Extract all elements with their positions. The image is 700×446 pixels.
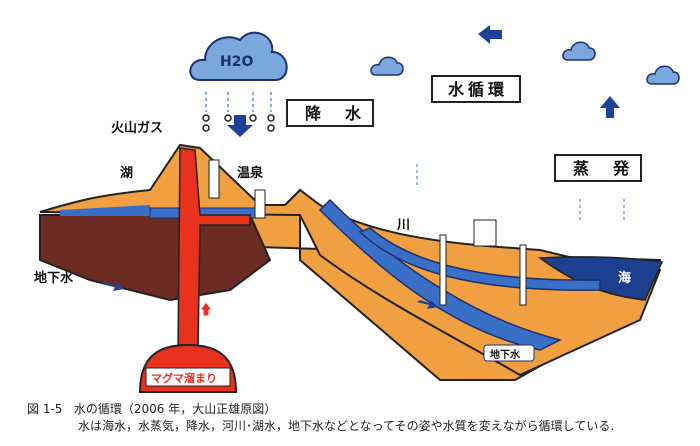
- precipitation-box: [286, 99, 374, 127]
- well-pipe: [439, 234, 447, 306]
- lake-label: 湖: [120, 166, 133, 181]
- water-cycle-label: 水循環: [448, 80, 508, 99]
- evaporation-arrows: [416, 162, 625, 220]
- down-arrow-icon: [417, 299, 438, 309]
- small-cloud: [646, 65, 680, 85]
- magma-tag: [145, 367, 231, 387]
- water-cycle-box: [431, 75, 521, 103]
- volcanic-gas-label: 火山ガス: [111, 120, 163, 136]
- precipitation-arrow-icon: [227, 115, 253, 137]
- figure-title: 水の循環（2006 年，大山正雄原図）: [73, 402, 277, 416]
- lake: [60, 205, 150, 216]
- sea-label: 海: [618, 270, 631, 286]
- well-pipe: [519, 244, 527, 306]
- building-icon: [473, 219, 497, 247]
- water-cycle-diagram: H2O 降 水 水循環 蒸 発 火山ガス 湖 温泉: [34, 25, 680, 393]
- clay-layer: [39, 214, 272, 302]
- cloud-label: H2O: [220, 54, 253, 70]
- hot-spring-label: 温泉: [237, 165, 264, 181]
- figure-caption-description: 水は海水，水蒸気，降水，河川･湖水，地下水などとなってその姿や水質を変えながら循…: [78, 419, 615, 433]
- droplet-icons: [202, 114, 275, 132]
- rain-cloud: H2O: [189, 31, 288, 81]
- down-arrow-icon: [101, 281, 124, 291]
- groundwater-band-tag: [483, 344, 535, 362]
- small-cloud: [562, 41, 596, 61]
- figure-number: 図 1-5: [27, 402, 63, 416]
- sea: [537, 256, 664, 301]
- river-label: 川: [396, 218, 410, 233]
- left-arrow-icon: [478, 25, 502, 44]
- small-cloud: [370, 56, 404, 76]
- up-arrow-icon: [600, 96, 620, 118]
- magma-label: マグマ溜まり: [151, 371, 217, 385]
- evaporation-label: 蒸 発: [573, 159, 633, 178]
- evaporation-box: [554, 154, 642, 182]
- rain-drops: [205, 92, 272, 112]
- tower-icon: [208, 159, 220, 199]
- tower-icon: [254, 189, 266, 219]
- precipitation-label: 降 水: [305, 104, 365, 123]
- up-arrow-icon: [199, 301, 213, 317]
- groundwater-band-label: 地下水: [490, 348, 521, 361]
- figure-caption-title: 図 1-5 水の循環（2006 年，大山正雄原図）: [27, 400, 276, 417]
- groundwater-band: [358, 227, 601, 291]
- groundwater-label: 地下水: [34, 270, 74, 286]
